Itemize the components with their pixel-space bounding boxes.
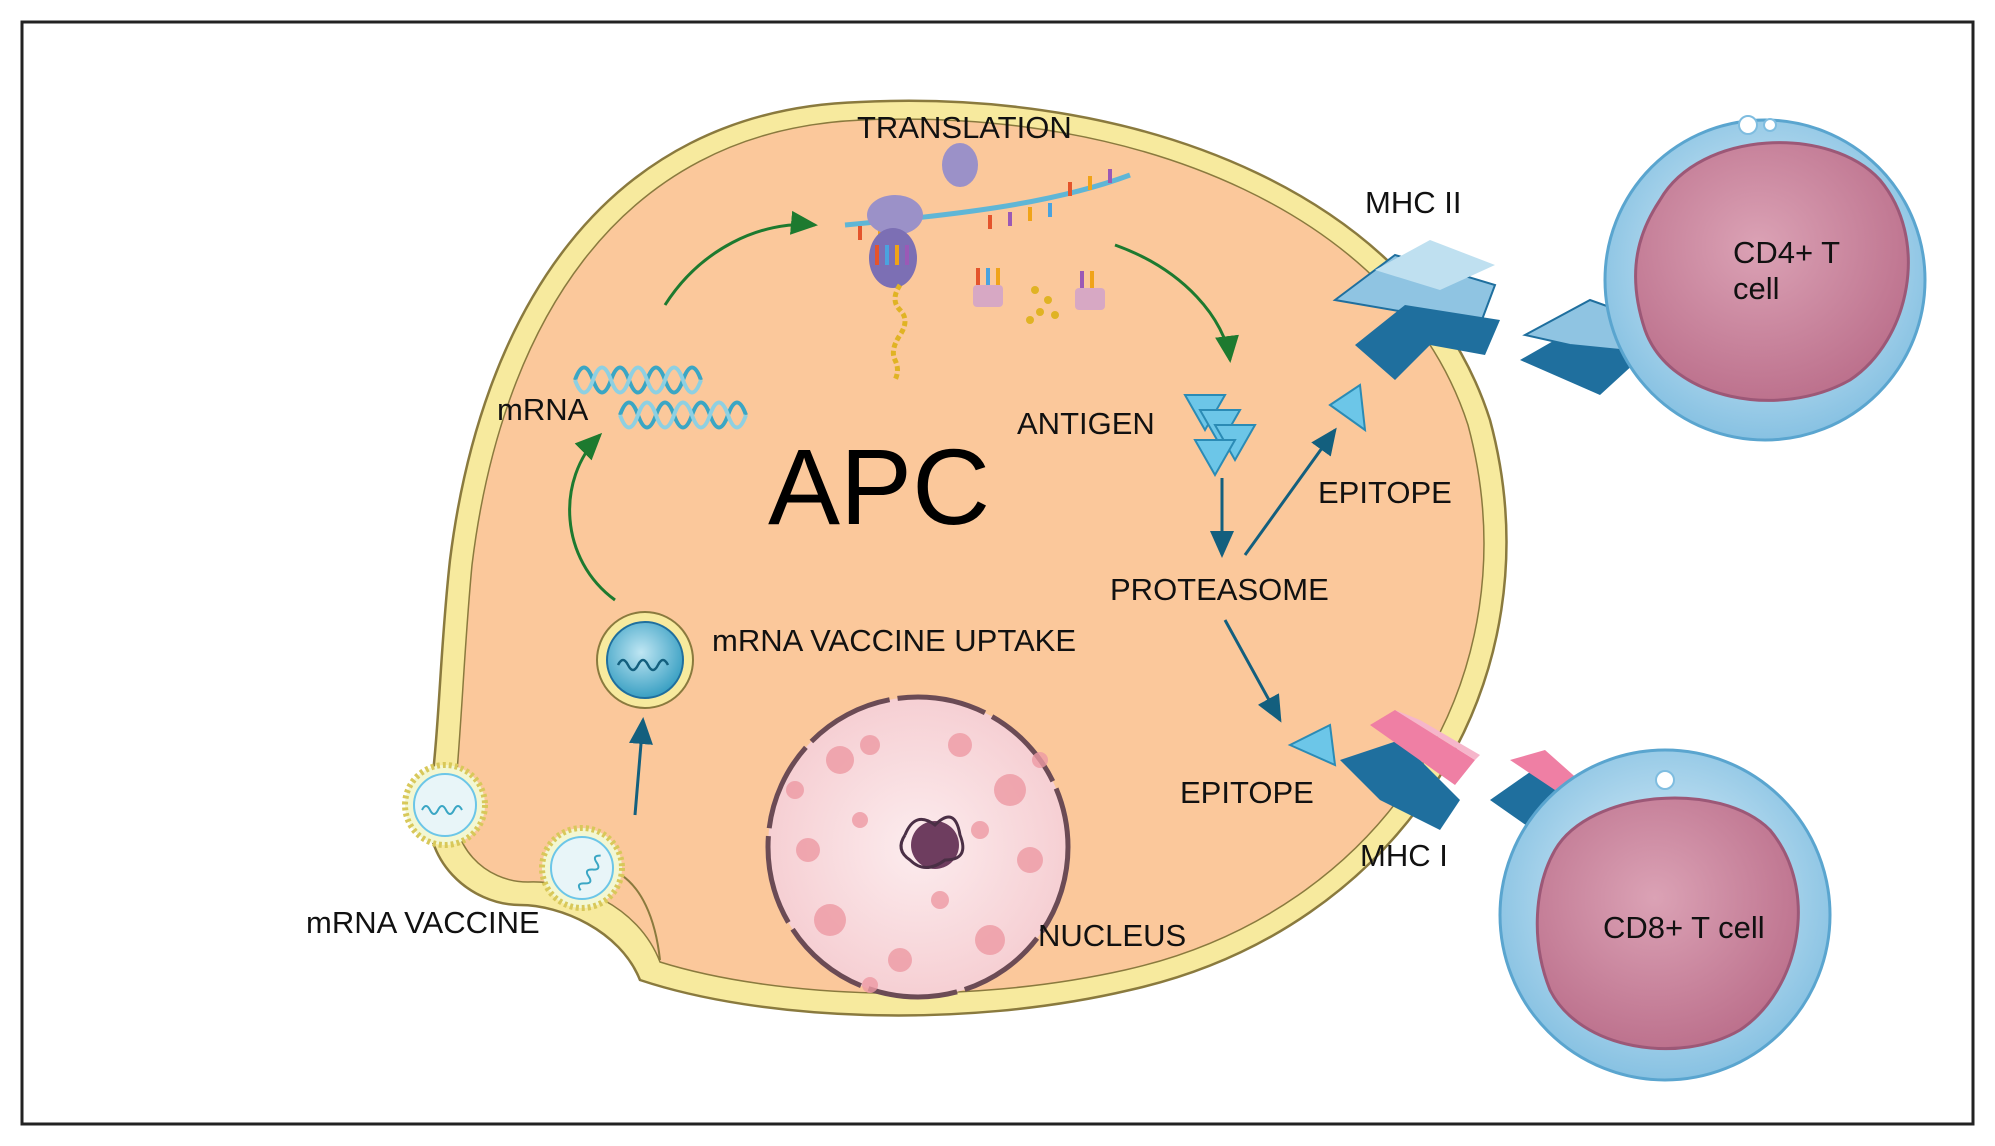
vaccine-lnp-2 [539, 825, 625, 911]
label-mrna-vaccine-uptake: mRNA VACCINE UPTAKE [712, 623, 1077, 658]
label-mhc-i: MHC I [1360, 838, 1448, 873]
arrow-proteasome-to-epitope-lower [1223, 619, 1282, 723]
uptake-vesicle [596, 611, 694, 709]
arrow-proteasome-to-epitope-upper [1243, 427, 1337, 556]
mhc-ii-receptor [1332, 240, 1500, 380]
vaccine-lnp-1 [402, 762, 488, 848]
cytoplasm-mrna [573, 365, 748, 430]
label-mrna: mRNA [497, 392, 589, 427]
label-cd4-t-cell: CD4+ T cell [1733, 235, 1883, 306]
arrow-vaccine-to-uptake [629, 717, 653, 816]
label-antigen: ANTIGEN [1017, 406, 1155, 441]
epitope-upper-triangle [1328, 383, 1367, 433]
label-proteasome: PROTEASOME [1110, 572, 1329, 607]
mhc-i-receptor [1340, 710, 1480, 830]
arrow-mrna-to-translation [663, 210, 818, 306]
nucleus [765, 694, 1071, 1000]
arrow-uptake-to-mrna [568, 432, 616, 602]
cd4-t-cell [1520, 115, 1927, 442]
label-mrna-vaccine: mRNA VACCINE [306, 905, 540, 940]
arrow-translation-to-antigen [1114, 243, 1239, 363]
label-cd8-t-cell: CD8+ T cell [1603, 910, 1765, 945]
label-epitope-lower: EPITOPE [1180, 775, 1314, 810]
label-apc: APC [768, 426, 991, 547]
label-translation: TRANSLATION [857, 110, 1072, 145]
cd8-t-cell [1490, 748, 1832, 1082]
label-mhc-ii: MHC II [1365, 185, 1462, 220]
label-epitope-upper: EPITOPE [1318, 475, 1452, 510]
label-cd4-line2: cell [1733, 270, 1780, 306]
ribosome-translation [844, 143, 1131, 382]
epitope-lower-triangle [1287, 723, 1337, 767]
label-cd4-line1: CD4+ T [1733, 235, 1841, 270]
antigen-cluster [1183, 394, 1257, 478]
label-nucleus: NUCLEUS [1038, 918, 1187, 953]
